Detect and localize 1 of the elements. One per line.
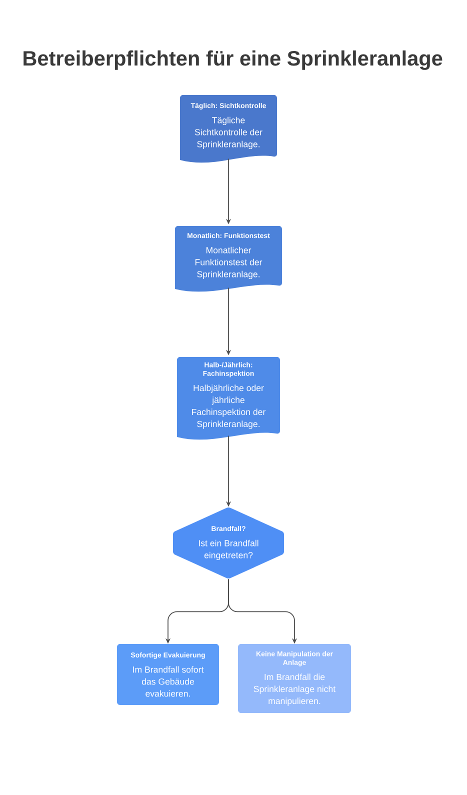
title: Betreiberpflichten für eine Sprinkleranlage [24,50,442,70]
